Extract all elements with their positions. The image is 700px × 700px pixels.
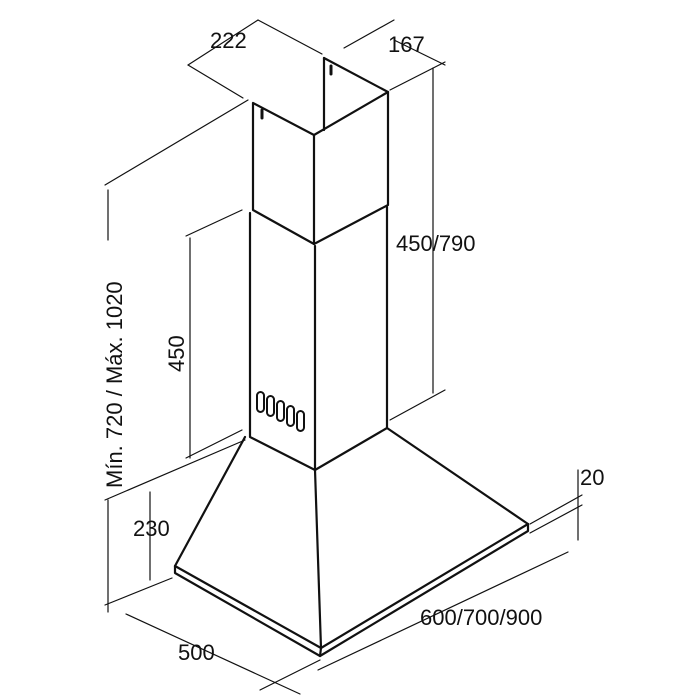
lower-chimney-left-face [248, 211, 317, 472]
vent-slots [256, 391, 305, 432]
upper-chimney-left-face [251, 101, 316, 246]
label-167: 167 [388, 32, 425, 57]
canopy-rim [173, 522, 530, 658]
lower-chimney-right-face [313, 205, 389, 472]
label-600-700-900: 600/700/900 [420, 605, 542, 630]
vent-slot [296, 410, 305, 432]
dimension-lines [104, 19, 583, 695]
upper-chimney-right-face [312, 90, 390, 246]
label-500: 500 [178, 640, 215, 665]
ext-line-canopy-top [104, 439, 246, 501]
label-230: 230 [133, 516, 170, 541]
label-222: 222 [210, 28, 247, 53]
dim-line-222 [187, 19, 259, 66]
ext-line-222 [187, 64, 244, 99]
ext-line-rim [529, 504, 583, 534]
rim-front-edge [318, 646, 323, 658]
canopy-left-face [173, 435, 323, 650]
vent-slot [276, 400, 285, 422]
ext-line-500-right [259, 659, 321, 691]
label-450-790: 450/790 [396, 231, 476, 256]
ext-line-rim-top [529, 494, 583, 525]
dim-line-top [257, 19, 323, 55]
ext-line-500-left [104, 577, 173, 606]
ext-line-450-bottom [185, 429, 243, 459]
ext-line-total-top [104, 99, 249, 186]
vent-slot [286, 405, 295, 427]
dim-line-167 [343, 19, 395, 49]
hood-outline [173, 56, 530, 658]
chimney-back-top [322, 56, 390, 94]
dimension-labels: 222 167 450/790 20 230 500 600/700/900 4… [102, 28, 604, 665]
vent-slot [266, 395, 275, 417]
vent-slot [256, 391, 265, 413]
ext-line-upper-top [389, 61, 446, 91]
label-20: 20 [580, 465, 604, 490]
ext-line-upper-bottom [389, 389, 446, 421]
label-total-height: Mín. 720 / Máx. 1020 [102, 281, 127, 488]
ext-line-167 [393, 39, 446, 66]
label-450: 450 [164, 335, 189, 372]
dim-line-500 [125, 613, 301, 695]
dim-line-600-700-900 [317, 551, 569, 671]
ext-line-450-top [185, 209, 243, 237]
